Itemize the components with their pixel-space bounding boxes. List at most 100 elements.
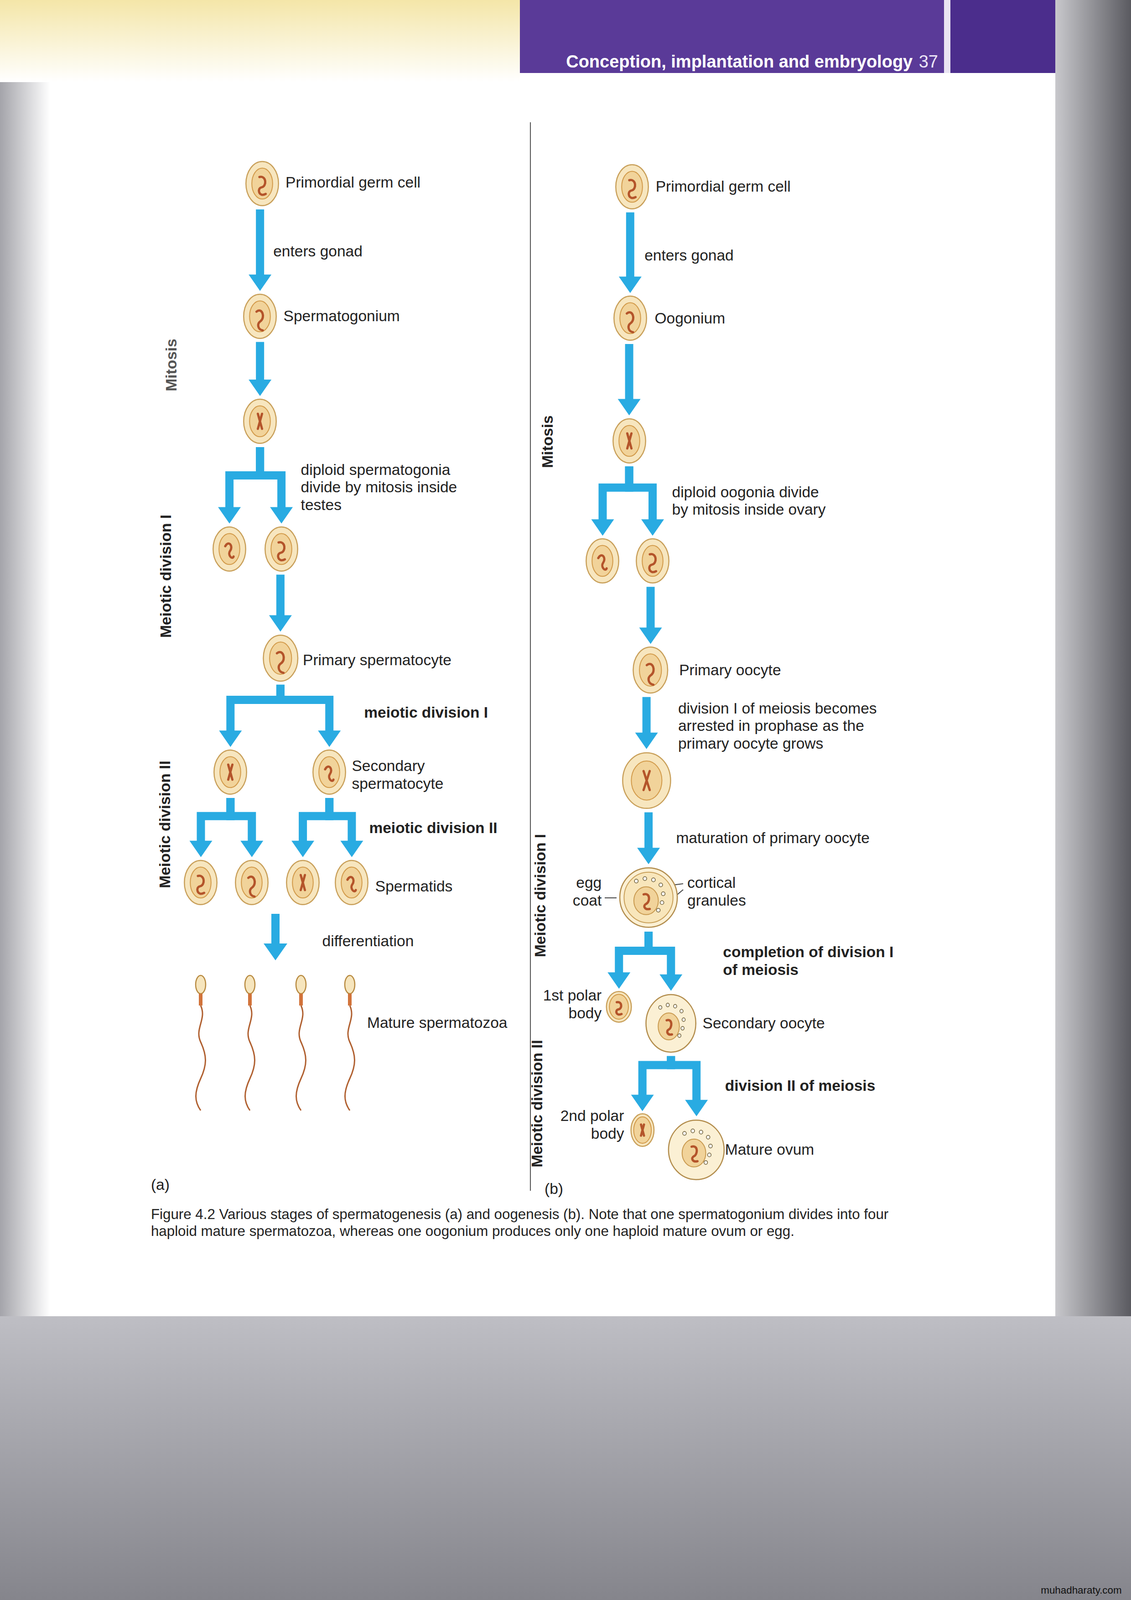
cell-body	[635, 537, 670, 585]
cell-label: Oogonium	[654, 309, 726, 327]
step-label: division I of meiosis becomes arrested i…	[678, 699, 882, 753]
stage-label: Meiotic division I	[531, 833, 550, 957]
spermatozoon	[244, 975, 255, 1111]
stage-label: Meiotic division II	[156, 760, 175, 888]
cell-body	[621, 750, 673, 810]
cell-shape	[234, 858, 270, 906]
arrow-shaft	[618, 931, 649, 973]
cell-body	[242, 292, 278, 340]
arrow-shaft	[255, 342, 265, 381]
cell-node: Primordial germ cell	[614, 163, 650, 211]
panel-label: (b)	[544, 1179, 564, 1198]
arrow-head	[240, 840, 264, 857]
arrow-head	[248, 274, 272, 291]
division-label: division II of meiosis	[725, 1076, 876, 1095]
header-gap	[944, 0, 951, 73]
cell-label: Secondary oocyte	[702, 1013, 825, 1032]
cell-shape	[617, 865, 680, 929]
step-label: enters gonad	[644, 246, 734, 265]
arrow-head	[618, 276, 642, 293]
arrow-connector	[259, 446, 293, 524]
cell-shape	[666, 1117, 727, 1182]
cell-node: Primary oocyte	[632, 645, 669, 695]
cell-node	[585, 537, 620, 585]
cell-shape	[242, 292, 278, 340]
arrow-shaft	[229, 446, 260, 509]
arrow-shaft	[276, 574, 285, 616]
division-label: completion of division I of meiosis	[722, 943, 897, 979]
arrow-connector	[607, 931, 649, 989]
cell-label: Secondary spermatocyte	[351, 757, 464, 793]
arrow-head	[248, 379, 272, 396]
cell-node: Primary spermatocyte	[262, 633, 299, 683]
arrow-head	[639, 627, 663, 644]
arrow-connector	[591, 466, 629, 536]
spermatozoon	[344, 975, 355, 1111]
arrow-connector	[280, 684, 341, 747]
cell-shape	[311, 748, 347, 796]
cell-body	[212, 748, 248, 796]
cell-shape	[183, 858, 218, 906]
arrow-shaft	[626, 212, 635, 278]
cell-node: Secondary spermatocyte	[311, 748, 347, 796]
arrow-shaft	[230, 684, 281, 732]
cell-body	[234, 858, 270, 906]
arrow-connector	[329, 797, 364, 857]
page-tint-top	[0, 0, 520, 83]
cell-node: Spermatogonium	[242, 292, 278, 340]
cell-body	[630, 1112, 655, 1147]
panel-label: (a)	[150, 1175, 170, 1194]
cell-body	[285, 858, 321, 906]
arrow-connector	[637, 811, 660, 864]
arrow-shaft	[642, 1055, 672, 1096]
step-label: differentiation	[322, 932, 415, 950]
cell-label: Primordial germ cell	[285, 173, 421, 192]
division-label: meiotic division II	[368, 819, 498, 837]
arrow-head	[641, 518, 665, 536]
arrow-connector	[670, 1055, 708, 1116]
cell-shape	[635, 537, 670, 585]
arrow-head	[217, 507, 241, 524]
arrow-connector	[618, 212, 642, 294]
cell-node	[183, 858, 218, 906]
cell-node: Oogonium	[612, 294, 648, 342]
figure-caption: Figure 4.2 Various stages of spermatogen…	[150, 1205, 891, 1240]
arrow-head	[684, 1099, 708, 1116]
spermatozoon	[195, 975, 206, 1111]
arrow-shaft	[642, 696, 651, 734]
arrow-shaft	[644, 811, 653, 849]
cell-body	[617, 865, 680, 929]
cell-shape	[605, 990, 633, 1023]
cell-node	[612, 417, 647, 465]
stage-label: Mitosis	[162, 338, 181, 392]
cell-shape	[621, 750, 673, 810]
arrow-shaft	[200, 797, 231, 842]
cell-body	[212, 525, 247, 573]
cell-node: Mature ovum	[666, 1117, 727, 1182]
step-label: enters gonad	[273, 242, 363, 261]
cell-body	[262, 633, 299, 683]
arrow-head	[631, 1094, 654, 1111]
cell-label: Mature spermatozoa	[367, 1013, 508, 1032]
cell-shape	[630, 1112, 655, 1147]
arrow-shaft	[670, 1055, 697, 1101]
cell-shape	[264, 525, 299, 573]
division-label: meiotic division I	[363, 703, 488, 722]
arrow-head	[607, 971, 631, 989]
arrow-connector	[648, 931, 683, 991]
arrow-shaft	[255, 209, 265, 276]
leader-line	[604, 897, 617, 898]
part-label: cortical granules	[687, 873, 759, 909]
cell-body	[632, 645, 669, 695]
arrow-connector	[248, 342, 272, 396]
cell-shape	[242, 397, 278, 445]
cell-body	[334, 858, 369, 906]
arrow-head	[591, 518, 614, 536]
column-divider	[529, 122, 531, 1191]
stage-label: Meiotic division I	[157, 514, 176, 638]
cell-node	[212, 525, 247, 573]
cell-body	[644, 992, 698, 1054]
arrow-connector	[617, 343, 641, 416]
arrow-connector	[218, 684, 281, 747]
page-shadow-left	[0, 0, 51, 1316]
